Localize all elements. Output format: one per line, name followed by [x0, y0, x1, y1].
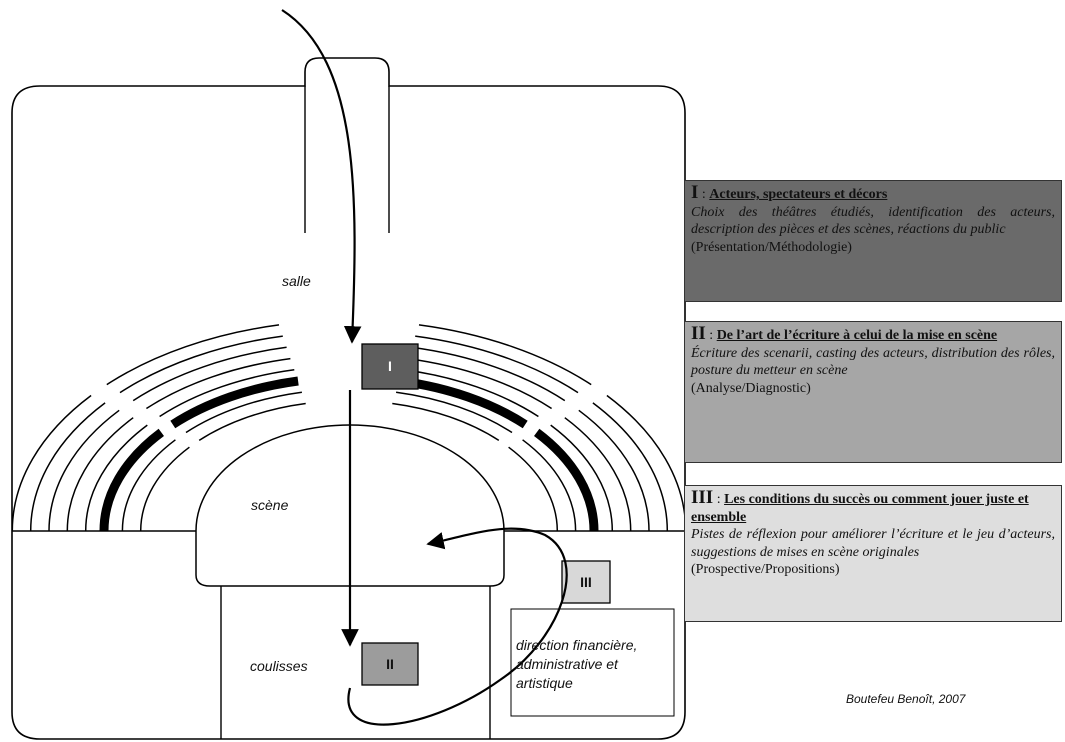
seating-row-segment	[159, 369, 295, 418]
seating-row-segment	[11, 394, 92, 532]
panel-3-footer: (Prospective/Propositions)	[691, 562, 840, 577]
entrance-corridor	[304, 86, 390, 233]
panel-2-footer: (Analyse/Diagnostic)	[691, 380, 811, 396]
seating-row-segment	[29, 402, 106, 532]
panel-3-title: Les conditions du succès ou comment joue…	[691, 492, 1029, 525]
panel-1-separator: :	[698, 187, 710, 202]
panel-2-title: De l’art de l’écriture à celui de la mis…	[716, 328, 998, 343]
label-coulisses: coulisses	[250, 658, 308, 674]
direction-label: direction financière, administrative et …	[516, 637, 638, 691]
main-ring-segment	[534, 428, 599, 532]
seating-row-segment	[392, 402, 500, 442]
arrow-II-to-scene	[347, 527, 568, 726]
seating-row-segment	[578, 409, 650, 532]
building-outline	[11, 57, 686, 740]
panel-3: III : Les conditions du succès ou commen…	[684, 485, 1062, 622]
main-ring-segment	[170, 376, 299, 429]
seating-row-segment	[139, 446, 190, 532]
credit: Boutefeu Benoît, 2007	[846, 692, 966, 706]
seating-row-segment	[185, 391, 302, 434]
panel-2: II : De l’art de l’écriture à celui de l…	[684, 321, 1062, 463]
panel-3-description: Pistes de réflexion pour améliorer l’écr…	[691, 527, 1055, 560]
marker-3: III	[561, 560, 611, 604]
panel-2-separator: :	[705, 328, 717, 343]
svg-text:I: I	[388, 358, 392, 374]
panel-3-numeral: III	[691, 487, 714, 508]
seating-row-segment	[592, 402, 669, 532]
marker-1: I	[361, 343, 419, 390]
seating-row-segment	[84, 424, 148, 532]
seating-row-segment	[119, 335, 283, 394]
label-salle: salle	[282, 273, 311, 289]
svg-text:III: III	[580, 574, 592, 590]
panel-2-numeral: II	[691, 323, 706, 344]
seating-row-segment	[403, 369, 539, 418]
seating-row-segment	[415, 335, 579, 394]
seating-row-segment	[508, 446, 559, 532]
panel-1: I : Acteurs, spectateurs et décors Choix…	[684, 180, 1062, 302]
seating-arcs	[11, 200, 687, 532]
panel-1-title: Acteurs, spectateurs et décors	[709, 187, 888, 202]
panel-2-description: Écriture des scenarii, casting des acteu…	[691, 345, 1055, 379]
seating-row-segment	[522, 439, 577, 532]
corridor-opening	[306, 200, 388, 234]
seating-row-segment	[411, 346, 566, 402]
seating-row-segment	[121, 439, 176, 532]
seating-row-segment	[48, 409, 120, 532]
seating-row-segment	[396, 391, 513, 434]
seating-row-segment	[106, 324, 280, 386]
seating-row-segment	[407, 357, 553, 410]
arrow-entrance-to-I	[281, 9, 362, 344]
backstage-area	[220, 586, 491, 739]
seating-row-segment	[550, 424, 614, 532]
direction-box	[510, 608, 675, 717]
seating-row-segment	[145, 357, 291, 410]
seating-row-segment	[66, 417, 134, 532]
seating-row-segment	[564, 417, 632, 532]
panel-1-numeral: I	[691, 182, 699, 203]
svg-text:II: II	[386, 656, 394, 672]
seating-row-segment	[132, 346, 287, 402]
label-scene: scène	[251, 497, 289, 513]
main-ring-segment	[99, 428, 164, 532]
panel-3-separator: :	[713, 492, 725, 507]
seating-row-segment	[198, 402, 306, 442]
marker-2: II	[361, 642, 419, 686]
panel-1-description: Choix des théâtres étudiés, identificati…	[691, 204, 1055, 238]
panel-1-footer: (Présentation/Méthodologie)	[691, 239, 852, 255]
seating-row-segment	[418, 324, 592, 386]
